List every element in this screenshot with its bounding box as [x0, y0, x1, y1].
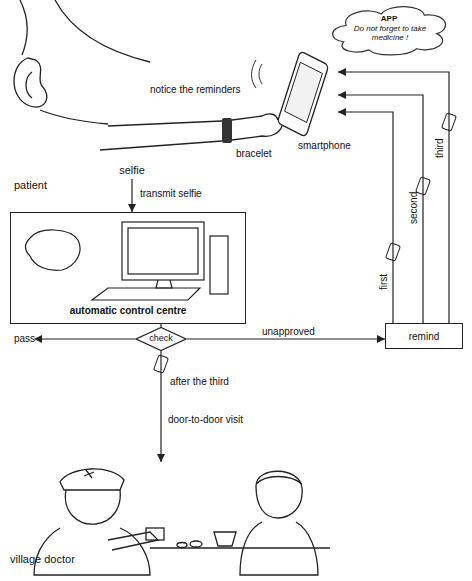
cup	[214, 532, 236, 546]
pass-arrow	[40, 338, 135, 339]
node-text: automatic control centre	[11, 305, 245, 316]
edge-label: after the third	[170, 376, 229, 387]
monitor	[122, 222, 204, 280]
phone-body	[277, 51, 329, 137]
edge-label: third	[434, 139, 445, 158]
connector	[338, 95, 423, 323]
vibration-mark	[252, 60, 257, 88]
decision-diamond: check	[135, 327, 187, 351]
connector	[131, 179, 132, 212]
annotation-label: patient	[14, 180, 47, 191]
medicine-box	[146, 528, 164, 540]
head-sketch	[26, 238, 31, 256]
node-text: village doctor	[10, 554, 75, 565]
phone-icon	[154, 355, 169, 373]
cloud-shape	[333, 7, 446, 55]
hand-top	[232, 114, 278, 120]
doctor-hand	[108, 532, 158, 550]
phone-outline	[268, 50, 338, 138]
node-text: selfie	[112, 165, 152, 176]
node-text: remind	[386, 331, 462, 342]
vibration-marks	[252, 60, 263, 88]
pill	[177, 543, 187, 548]
connector	[338, 112, 393, 323]
edge-label: first	[378, 274, 389, 290]
control-centre-art	[26, 222, 229, 300]
neck-line	[40, 110, 108, 124]
process-box: remind	[385, 323, 463, 349]
edge-label: transmit selfie	[140, 188, 202, 199]
head-sketch	[30, 230, 80, 270]
cap-cross	[84, 470, 94, 478]
pass-arrowhead	[34, 335, 42, 343]
node-text: smartphone	[298, 140, 351, 151]
connector	[187, 338, 385, 339]
village-scene	[34, 469, 330, 575]
smartphone-node: smartphone	[268, 50, 338, 138]
annotation-label: bracelet	[236, 148, 272, 159]
boy-head	[256, 471, 302, 518]
node-text: check	[135, 333, 187, 344]
connector	[160, 351, 161, 462]
phone-screen	[285, 62, 323, 122]
ear-inner	[26, 72, 32, 98]
computer-tower	[210, 236, 228, 294]
annotation-label: pass	[14, 333, 35, 344]
doctor-cap	[60, 469, 124, 490]
node-text: APP	[326, 13, 452, 24]
label-node: village doctor	[8, 462, 328, 580]
monitor-stand	[156, 280, 172, 288]
vibration-mark	[259, 64, 262, 84]
boy-hair	[256, 477, 302, 485]
patient-arm	[100, 114, 282, 150]
phone-case	[277, 51, 329, 137]
message-cloud: APPDo not forget to take medicine !	[326, 0, 452, 58]
cheek-line	[20, 0, 27, 55]
pill	[190, 541, 202, 547]
annotation-label: notice the reminders	[150, 84, 241, 95]
edge-label: second	[408, 192, 419, 224]
connector	[160, 324, 161, 327]
connector	[338, 72, 449, 323]
bracelet	[222, 118, 232, 143]
phone-icon	[386, 243, 401, 261]
table-edge	[150, 547, 330, 548]
jaw-line	[55, 0, 150, 62]
phone-icon	[442, 113, 457, 131]
monitor-screen	[128, 228, 198, 274]
ear	[14, 58, 47, 107]
hand-bottom	[232, 126, 282, 140]
arm-lower	[100, 141, 222, 150]
patient-head	[14, 0, 150, 124]
edge-label: unapproved	[262, 326, 315, 337]
arm-upper	[108, 121, 222, 126]
process-box: automatic control centre	[10, 212, 246, 324]
keyboard	[92, 288, 200, 300]
doctor-head	[65, 490, 120, 524]
node-text: Do not forget to take medicine !	[348, 24, 432, 42]
label-node: selfie	[112, 163, 152, 179]
annotation-label: door-to-door visit	[168, 414, 243, 425]
